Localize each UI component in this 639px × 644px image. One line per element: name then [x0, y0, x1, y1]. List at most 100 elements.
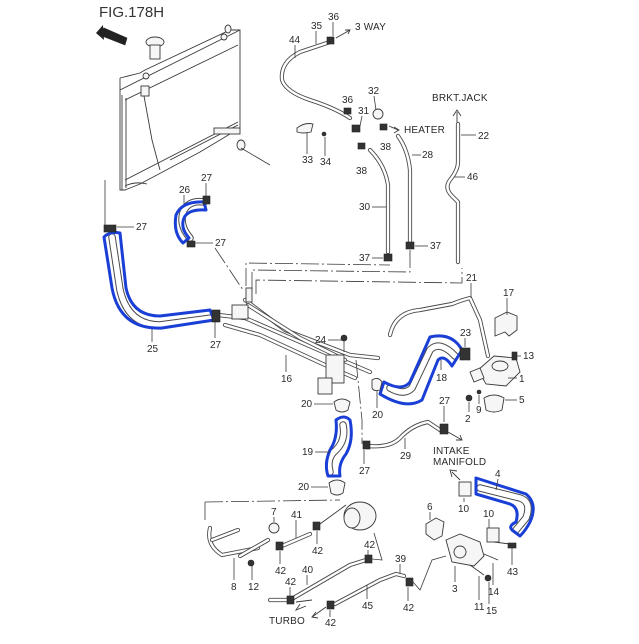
highlight-outline-25: [102, 231, 216, 330]
callout-44: 44: [289, 35, 301, 46]
pipe-bundle-16: [215, 287, 381, 395]
callout-41: 41: [291, 510, 303, 521]
callout-27a: 27: [201, 173, 213, 184]
callout-22: 22: [478, 131, 490, 142]
callout-42f: 42: [403, 603, 415, 614]
highlight-outline-4: [474, 476, 535, 538]
callout-32: 32: [368, 86, 380, 97]
callout-39: 39: [395, 554, 407, 565]
callout-33: 33: [302, 155, 314, 166]
callout-21: 21: [466, 273, 478, 284]
callout-43: 43: [507, 567, 519, 578]
callout-29: 29: [400, 451, 412, 462]
thermostat-housing-1: [469, 355, 521, 387]
pipe-46: [445, 121, 461, 265]
callout-37b: 37: [430, 241, 442, 252]
callout-46: 46: [467, 172, 479, 183]
callout-10a: 10: [458, 504, 470, 515]
label-intake: INTAKE: [433, 446, 470, 457]
callout-20c: 20: [298, 482, 310, 493]
callout-6: 6: [427, 502, 433, 513]
callout-18: 18: [436, 373, 448, 384]
callout-11: 11: [474, 602, 485, 613]
callout-8: 8: [231, 582, 237, 593]
callout-27b: 27: [215, 238, 227, 249]
label-3-way: 3 WAY: [355, 22, 386, 33]
pipe-40: [267, 557, 369, 603]
callout-15: 15: [486, 606, 498, 617]
callout-42d: 42: [364, 540, 376, 551]
callout-24: 24: [315, 335, 327, 346]
hose-25: [102, 231, 216, 330]
thermostat-5: [483, 394, 505, 413]
callout-36: 36: [328, 12, 340, 23]
callout-34: 34: [320, 157, 332, 168]
gasket-6: [425, 517, 445, 541]
callout-16: 16: [281, 374, 293, 385]
callout-38a: 38: [380, 142, 392, 153]
callout-38b: 38: [356, 166, 368, 177]
callout-13: 13: [523, 351, 535, 362]
callout-2: 2: [465, 414, 471, 425]
hose-26: [173, 197, 208, 245]
hose-18: [378, 334, 464, 406]
callout-42b: 42: [275, 566, 287, 577]
label-brkt-jack: BRKT.JACK: [432, 93, 488, 104]
callout-17: 17: [503, 288, 515, 299]
label-heater: HEATER: [404, 125, 445, 136]
callout-42c: 42: [285, 577, 297, 588]
callout-42e: 42: [325, 618, 337, 629]
hose-30: [367, 147, 391, 255]
callout-27e: 27: [439, 396, 451, 407]
water-outlet-3: [445, 533, 485, 567]
highlight-outline-19: [324, 415, 353, 478]
callout-37a: 37: [359, 253, 371, 264]
highlight-outline-18: [378, 334, 464, 406]
pipe-45: [332, 571, 407, 607]
callout-20b: 20: [372, 410, 384, 421]
callout-labels: 36 35 44 3 WAY 36 31 32 HEATER 33 34 38 …: [117, 12, 535, 629]
fwd-arrow-icon: FWD: [96, 25, 128, 46]
callout-27d: 27: [210, 340, 222, 351]
callout-27f: 27: [359, 466, 371, 477]
callout-40: 40: [302, 565, 314, 576]
hose-29: [365, 419, 443, 449]
label-manifold: MANIFOLD: [433, 457, 486, 468]
highlight-outline-26: [173, 200, 208, 245]
callout-23: 23: [460, 328, 472, 339]
callout-28: 28: [422, 150, 434, 161]
fwd-badge-text: FWD: [107, 34, 120, 44]
callout-10b: 10: [483, 509, 495, 520]
oil-cooler: [343, 501, 377, 531]
hose-28: [395, 133, 413, 245]
callout-3: 3: [452, 584, 458, 595]
callout-14: 14: [488, 587, 500, 598]
callout-36b: 36: [342, 95, 354, 106]
clamp-27: [103, 224, 117, 233]
callout-19: 19: [302, 447, 314, 458]
callout-35: 35: [311, 21, 323, 32]
callout-20a: 20: [301, 399, 313, 410]
callout-4: 4: [495, 469, 501, 480]
pipe-21: [387, 295, 491, 359]
callout-25: 25: [147, 344, 159, 355]
callout-42a: 42: [312, 546, 324, 557]
callout-12: 12: [248, 582, 260, 593]
callout-27c: 27: [136, 222, 148, 233]
figure-title: FIG.178H: [99, 4, 164, 21]
pipe-44: [279, 39, 353, 121]
radiator: [119, 24, 246, 191]
callout-30: 30: [359, 202, 371, 213]
callout-45: 45: [362, 601, 374, 612]
callout-1: 1: [519, 374, 525, 385]
callout-31: 31: [358, 106, 370, 117]
callout-9: 9: [476, 405, 482, 416]
bracket-17: [494, 311, 518, 337]
hose-4: [474, 476, 535, 538]
label-turbo: TURBO: [269, 616, 305, 627]
callout-5: 5: [519, 395, 525, 406]
callout-26: 26: [179, 185, 191, 196]
hose-19: [324, 415, 353, 478]
